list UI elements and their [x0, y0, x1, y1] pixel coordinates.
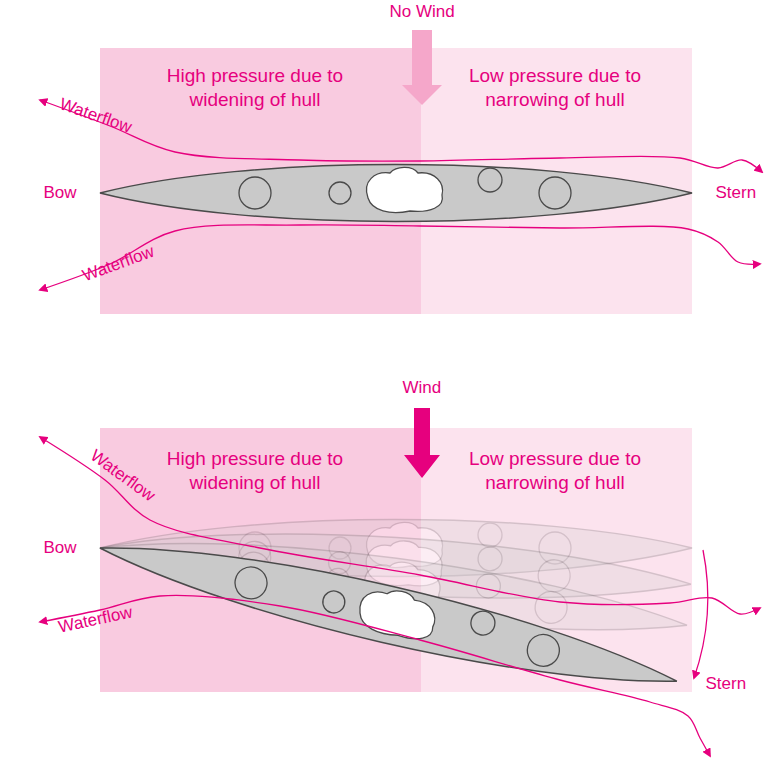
- waterflow-line: [40, 225, 760, 290]
- zone-caption: High pressure due to widening of hull: [166, 447, 344, 495]
- ghost-hull: [98, 520, 692, 613]
- ghost-hull: [96, 520, 690, 654]
- rotation-arrow: [694, 550, 708, 678]
- text-label: Bow: [44, 183, 77, 203]
- wind-arrow: [402, 30, 442, 105]
- ghost-hull: [100, 520, 692, 577]
- waterflow-line: [40, 595, 710, 756]
- text-label: No Wind: [390, 2, 455, 22]
- text-label: Stern: [706, 674, 747, 694]
- wind-arrow: [404, 408, 440, 478]
- pressure-zone: High pressure due to widening of hull: [100, 428, 421, 692]
- waterflow-line: [40, 100, 762, 172]
- pressure-zone: Low pressure due to narrowing of hull: [421, 48, 692, 314]
- kayak-hull: [100, 165, 692, 222]
- text-label: Waterflow: [86, 446, 158, 506]
- text-label: Stern: [716, 183, 757, 203]
- zone-caption: Low pressure due to narrowing of hull: [466, 447, 644, 495]
- text-label: Waterflow: [56, 94, 133, 137]
- kayak-hull: [94, 520, 684, 709]
- flow-layer: [40, 100, 762, 756]
- pressure-zone: Low pressure due to narrowing of hull: [421, 428, 692, 692]
- pressure-zone: High pressure due to widening of hull: [100, 48, 421, 314]
- text-label: Waterflow: [79, 242, 156, 286]
- zone-caption: High pressure due to widening of hull: [166, 64, 344, 112]
- waterflow-line: [40, 437, 760, 614]
- text-label: Waterflow: [56, 602, 133, 637]
- text-label: Bow: [44, 538, 77, 558]
- text-label: Wind: [403, 378, 442, 398]
- zone-caption: Low pressure due to narrowing of hull: [466, 64, 644, 112]
